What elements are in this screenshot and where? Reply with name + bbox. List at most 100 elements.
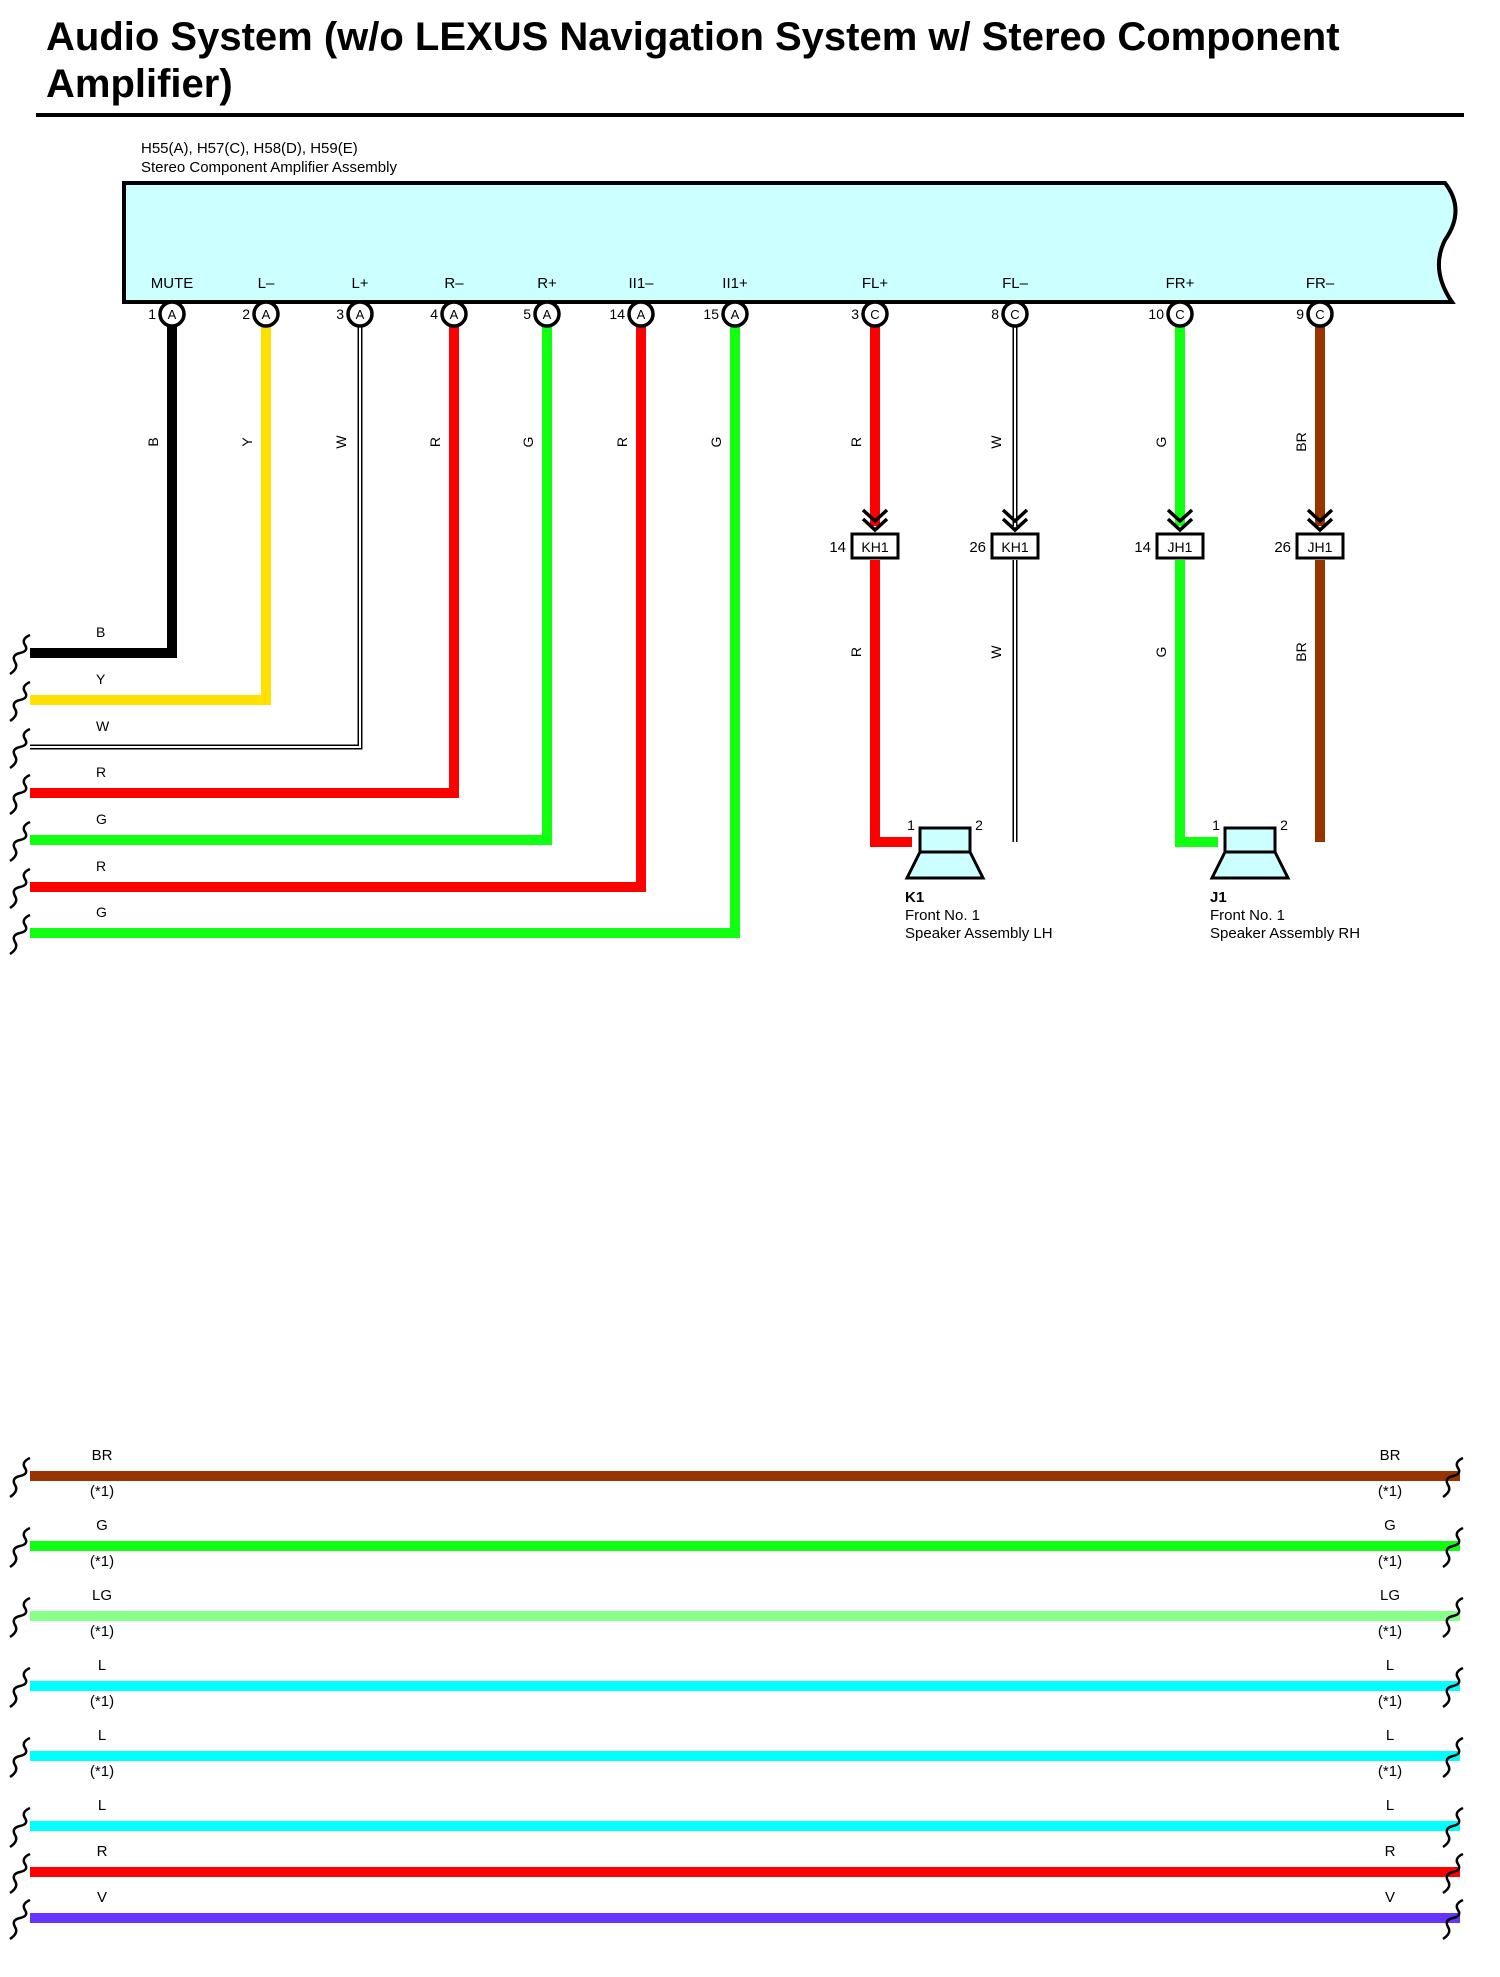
pin-terminal xyxy=(1166,300,1194,328)
left-wire-label: G xyxy=(96,904,107,920)
connector-chevron xyxy=(861,508,889,533)
wire-break-mark xyxy=(1442,1456,1464,1499)
bus-wire-note-right: (*1) xyxy=(1378,1693,1402,1710)
pin-number: 1 xyxy=(148,306,156,322)
pin-connector-letter: C xyxy=(1315,307,1324,322)
amp-name-label: Stereo Component Amplifier Assembly xyxy=(141,159,397,176)
wire-color-label: R xyxy=(614,437,630,447)
wire-color-label: R xyxy=(848,647,864,657)
pin-function-label: R+ xyxy=(537,275,557,292)
pin-connector-letter: A xyxy=(637,307,646,322)
wire-break-mark xyxy=(1442,1898,1464,1941)
speaker-pin-label: 2 xyxy=(975,817,983,833)
inline-connector-pin: 26 xyxy=(969,539,986,556)
bus-wire-color-left: L xyxy=(98,1727,106,1744)
pin-terminal xyxy=(1306,300,1334,328)
pin-connector-letter: C xyxy=(870,307,879,322)
pin-number: 10 xyxy=(1148,306,1164,322)
pin-connector-letter: C xyxy=(1010,307,1019,322)
inline-connector xyxy=(850,532,900,560)
bus-wire-note-right: (*1) xyxy=(1378,1553,1402,1570)
left-wire-label: G xyxy=(96,811,107,827)
bus-wire-color-right: LG xyxy=(1380,1587,1400,1604)
pin-function-label: R– xyxy=(444,275,464,292)
left-wire-5 xyxy=(30,322,646,892)
wire-break-mark xyxy=(1442,1666,1464,1709)
pin-terminal xyxy=(346,300,374,328)
inline-connector-name: JH1 xyxy=(1168,539,1193,555)
speaker-name-line1: Front No. 1 xyxy=(1210,907,1285,924)
pin-terminal xyxy=(1001,300,1029,328)
bus-wire-color-right: R xyxy=(1385,1843,1396,1860)
bus-wire-color-right: G xyxy=(1384,1517,1396,1534)
pin-connector-letter: A xyxy=(262,307,271,322)
pin-number: 2 xyxy=(242,306,250,322)
pin-connector-letter: A xyxy=(356,307,365,322)
left-wire-label: B xyxy=(96,624,105,640)
wire-break-mark xyxy=(9,1898,31,1941)
speaker-name-line2: Speaker Assembly LH xyxy=(905,925,1053,942)
pin-terminal xyxy=(158,300,186,328)
bus-wire-color-right: BR xyxy=(1380,1447,1401,1464)
pin-function-label: II1– xyxy=(628,275,654,292)
speaker-cone xyxy=(904,850,986,880)
wire-break-mark xyxy=(9,820,31,863)
inline-connector-pin: 14 xyxy=(829,539,846,556)
left-wire-4 xyxy=(30,322,552,845)
wire-color-label: G xyxy=(520,437,536,448)
left-wire-3 xyxy=(30,322,459,798)
inline-connector xyxy=(1295,532,1345,560)
bus-wire-note-left: (*1) xyxy=(90,1483,114,1500)
bus-wire-color-left: BR xyxy=(92,1447,113,1464)
pin-number: 8 xyxy=(991,306,999,322)
speaker-magnet xyxy=(918,826,972,854)
amp-connectors-label: H55(A), H57(C), H58(D), H59(E) xyxy=(141,140,358,157)
bus-wire-color-right: L xyxy=(1386,1657,1394,1674)
pin-number: 14 xyxy=(609,306,625,322)
pin-terminal xyxy=(861,300,889,328)
bus-wire-note-left: (*1) xyxy=(90,1623,114,1640)
left-wire-label: W xyxy=(96,718,110,734)
left-wire-2-core xyxy=(30,322,361,748)
speaker-pin-label: 1 xyxy=(907,817,915,833)
left-wire-label: Y xyxy=(96,671,106,687)
inline-connector xyxy=(1155,532,1205,560)
pin-terminal xyxy=(252,300,280,328)
wire-color-label: G xyxy=(708,437,724,448)
wire-break-mark xyxy=(9,680,31,723)
wire-break-mark xyxy=(1442,1852,1464,1895)
wire-break-mark xyxy=(9,1526,31,1569)
bus-wire-color-right: L xyxy=(1386,1727,1394,1744)
wire-color-label: B xyxy=(145,437,161,446)
left-wire-2 xyxy=(30,322,363,750)
bus-wire-color-left: LG xyxy=(92,1587,112,1604)
lower-wire-2 xyxy=(1175,560,1218,847)
wire-color-label: BR xyxy=(1293,432,1309,451)
amplifier-body xyxy=(122,181,1458,304)
bus-wire-note-left: (*1) xyxy=(90,1763,114,1780)
pin-connector-letter: A xyxy=(168,307,177,322)
wire-color-label: W xyxy=(988,435,1004,449)
pin-number: 9 xyxy=(1296,306,1304,322)
wire-break-mark xyxy=(1442,1736,1464,1779)
bus-wire-color-left: R xyxy=(97,1843,108,1860)
left-wire-6 xyxy=(30,322,740,938)
wire-break-mark xyxy=(9,727,31,770)
pin-connector-letter: C xyxy=(1175,307,1184,322)
pin-connector-letter: A xyxy=(450,307,459,322)
left-wire-0 xyxy=(30,322,177,658)
bus-wire-note-right: (*1) xyxy=(1378,1763,1402,1780)
wire-break-mark xyxy=(9,913,31,956)
bus-wire-note-left: (*1) xyxy=(90,1553,114,1570)
wire-color-label: W xyxy=(333,435,349,449)
wire-break-mark xyxy=(9,1806,31,1849)
wire-break-mark xyxy=(1442,1526,1464,1569)
lower-wire-0 xyxy=(870,560,912,847)
bus-wire-color-left: L xyxy=(98,1797,106,1814)
pin-function-label: II1+ xyxy=(722,275,748,292)
wire-color-label: G xyxy=(1153,437,1169,448)
pin-function-label: L– xyxy=(258,275,275,292)
wire-break-mark xyxy=(9,773,31,816)
bus-wire-note-left: (*1) xyxy=(90,1693,114,1710)
